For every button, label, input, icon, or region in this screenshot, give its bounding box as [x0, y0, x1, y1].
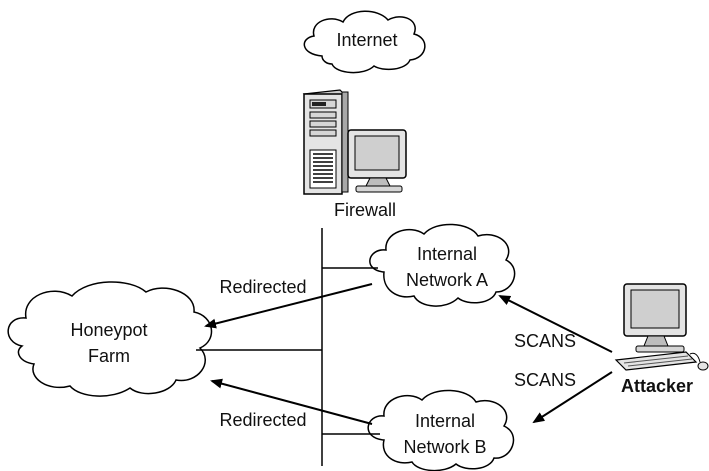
- firewall-monitor-icon: [347, 129, 407, 193]
- internet-cloud: Internet: [303, 10, 426, 74]
- firewall-label: Firewall: [334, 200, 396, 220]
- honeypot-farm-label-line2: Farm: [88, 346, 130, 366]
- internal-network-b-cloud: Internal Network B: [367, 389, 515, 471]
- internal-network-a-label-line1: Internal: [417, 244, 477, 264]
- scan-arrow-network-b: [532, 371, 613, 424]
- redirected-label-top: Redirected: [219, 277, 306, 297]
- internet-label: Internet: [336, 30, 397, 50]
- attacker-label: Attacker: [621, 376, 693, 396]
- honeypot-farm-cloud: Honeypot Farm: [7, 281, 213, 397]
- internal-network-a-label-line2: Network A: [406, 270, 488, 290]
- honeypot-farm-label-line1: Honeypot: [70, 320, 147, 340]
- internal-network-b-label-line2: Network B: [403, 437, 486, 457]
- redirected-label-bottom: Redirected: [219, 410, 306, 430]
- attacker-computer-icon: [623, 283, 687, 353]
- scans-label-bottom: SCANS: [514, 370, 576, 390]
- scan-arrow-network-a: [498, 295, 613, 353]
- redirect-arrow-top: [204, 283, 373, 329]
- internal-network-a-cloud: Internal Network A: [369, 223, 516, 307]
- firewall-server-icon: [302, 89, 349, 195]
- scans-label-top: SCANS: [514, 331, 576, 351]
- attacker-keyboard-icon: [614, 351, 709, 371]
- redirect-arrow-bottom: [210, 378, 373, 425]
- internal-network-b-label-line1: Internal: [415, 411, 475, 431]
